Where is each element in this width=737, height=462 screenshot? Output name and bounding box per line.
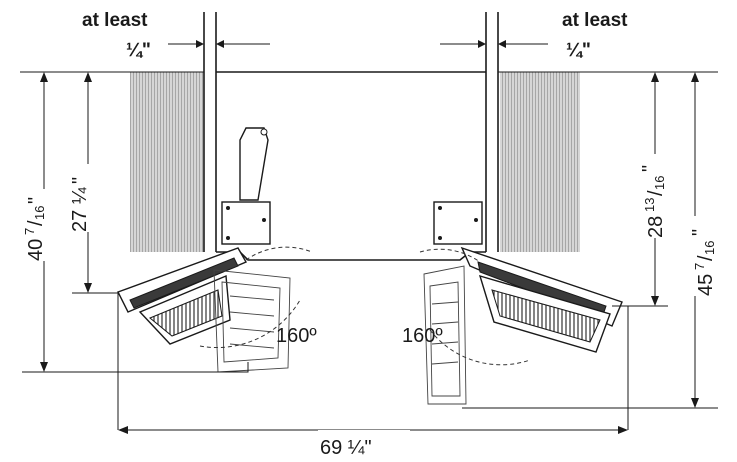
dimension-left-inner-unit: " bbox=[69, 177, 91, 184]
right-door-front-extents bbox=[462, 305, 718, 430]
right-door-swing-arc bbox=[419, 248, 531, 366]
dimension-left-inner-whole: 27 bbox=[69, 210, 91, 232]
dimension-right-inner-unit: " bbox=[639, 165, 661, 172]
dimension-right-inner-num: 13 bbox=[642, 198, 657, 212]
dimension-left-outer-den: 16 bbox=[32, 206, 47, 220]
right-door-opened bbox=[423, 201, 623, 405]
right-clearance-arrows bbox=[440, 40, 548, 48]
left-wall-cabinet bbox=[130, 12, 217, 252]
left-door-opened bbox=[117, 127, 291, 373]
dimension-right-outer-num: 7 bbox=[692, 263, 707, 270]
dimension-right-inner-whole: 28 bbox=[645, 216, 667, 238]
dimension-left-inner-frac: ¼ bbox=[69, 187, 91, 204]
dimension-left-outer-num: 7 bbox=[22, 228, 37, 235]
svg-text:/: / bbox=[25, 220, 47, 226]
right-clearance-line1: at least bbox=[562, 10, 628, 31]
dimension-left-outer-label: 40 7 / 16 " bbox=[22, 189, 48, 261]
dimension-right-outer-unit: " bbox=[689, 229, 711, 236]
refrigerator-front-line bbox=[216, 251, 486, 261]
dimension-right-inner-label: 28 13 / 16 " bbox=[639, 154, 668, 238]
left-door-swing-arc bbox=[199, 246, 313, 349]
left-clearance-line1: at least bbox=[82, 10, 148, 31]
dimension-left-outer-unit: " bbox=[25, 197, 47, 204]
right-clearance-line2: ¼" bbox=[566, 40, 591, 61]
left-door-front-extents bbox=[22, 292, 249, 430]
svg-text:/: / bbox=[695, 255, 717, 261]
dimension-right-outer-label: 45 7 / 16 " bbox=[689, 216, 718, 296]
dimension-left-outer-whole: 40 bbox=[25, 239, 47, 261]
right-wall-cabinet bbox=[485, 12, 580, 252]
dimension-right-outer-den: 16 bbox=[702, 241, 717, 255]
dimension-right-inner-den: 16 bbox=[652, 176, 667, 190]
dimension-left-inner-label: 27 ¼ " bbox=[66, 164, 92, 232]
dimension-width-label: 69 ¼" bbox=[320, 437, 372, 459]
svg-text:/: / bbox=[645, 190, 667, 196]
left-clearance-line2: ¼" bbox=[126, 40, 151, 61]
dimension-right-outer-whole: 45 bbox=[695, 274, 717, 296]
left-clearance-arrows bbox=[168, 40, 270, 48]
angle-left-label: 160º bbox=[276, 325, 317, 347]
angle-right-label: 160º bbox=[402, 325, 443, 347]
